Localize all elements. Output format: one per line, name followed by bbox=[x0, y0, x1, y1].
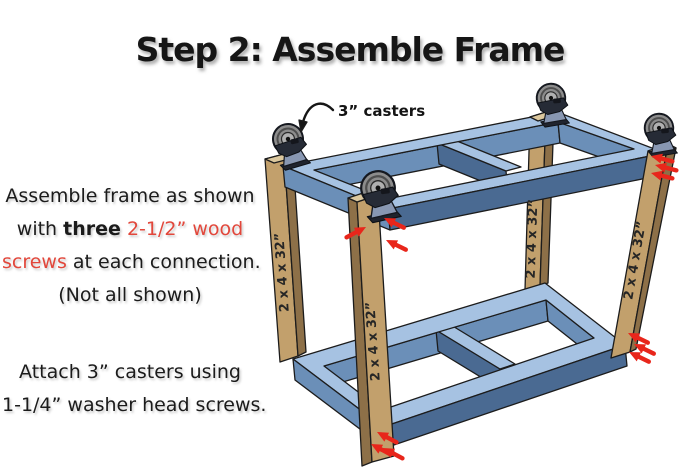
leg-dimension-label: 2 x 4 x 32” bbox=[524, 199, 542, 279]
instruction-red-text: 2-1/2” wood bbox=[120, 218, 244, 240]
casters-callout: 3” casters bbox=[298, 102, 425, 133]
bottom-frame bbox=[292, 282, 628, 449]
instruction-note: (Not all shown) bbox=[58, 284, 202, 306]
leg-dimension-label: 2 x 4 x 32” bbox=[363, 301, 384, 381]
top-frame bbox=[282, 111, 668, 231]
callout-label: 3” casters bbox=[338, 102, 425, 120]
leg-dimension-label: 2 x 4 x 32” bbox=[272, 232, 293, 312]
instruction-line: Assemble frame as shown bbox=[2, 180, 258, 213]
instruction-line: screws at each connection. bbox=[2, 246, 261, 279]
instruction-red-text: screws bbox=[2, 251, 67, 273]
leg-back-right bbox=[524, 111, 555, 291]
instruction-text: Assemble frame as shown bbox=[5, 185, 255, 207]
page-title: Step 2: Assemble Frame bbox=[135, 30, 566, 69]
instruction-text-primary: Assemble frame as shown with three 2-1/2… bbox=[2, 180, 261, 312]
instruction-line: Attach 3” casters using bbox=[19, 361, 241, 383]
instruction-text-casters: Attach 3” casters using 1-1/4” washer he… bbox=[2, 356, 267, 422]
instruction-line: 1-1/4” washer head screws. bbox=[2, 394, 267, 416]
callout-arrow bbox=[301, 102, 335, 124]
instruction-text: at each connection. bbox=[66, 251, 261, 273]
callout-arrowhead bbox=[298, 119, 308, 133]
screw-arrow bbox=[384, 236, 408, 255]
instruction-line: with three 2-1/2” wood bbox=[2, 213, 258, 246]
instruction-text: with bbox=[16, 218, 64, 240]
instruction-bold-text: three bbox=[63, 218, 121, 240]
